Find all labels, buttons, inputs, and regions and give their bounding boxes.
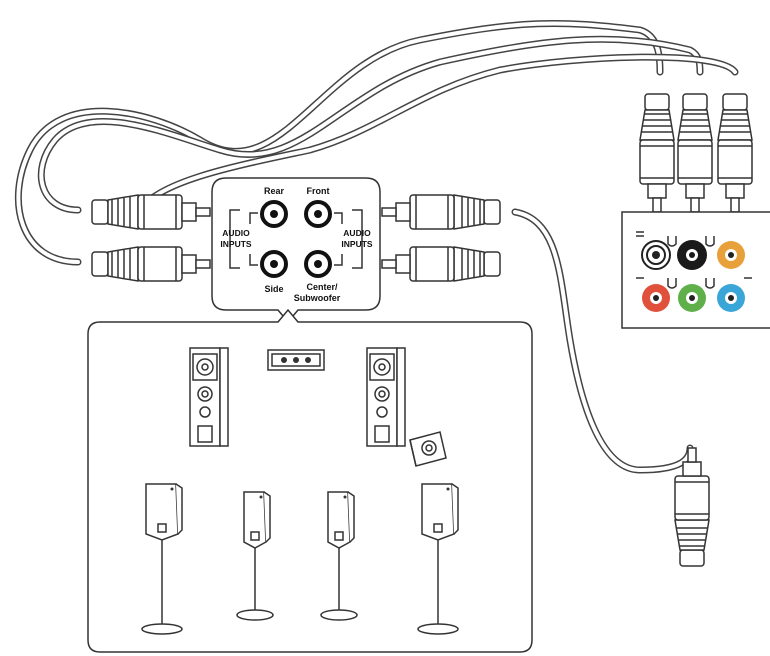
- rca-plug-icon: [639, 93, 753, 213]
- audio-jack-icon: [717, 241, 745, 269]
- label-audio-inputs-left-2: INPUTS: [220, 239, 252, 249]
- rca-plug-icon: [381, 194, 501, 282]
- audio-jack-icon: [304, 250, 332, 278]
- audio-port-panel: [621, 211, 770, 329]
- audio-jack-icon: [304, 200, 332, 228]
- label-rear: Rear: [264, 186, 285, 196]
- audio-jack-icon: [717, 284, 745, 312]
- audio-jack-icon: [641, 240, 671, 270]
- label-audio-inputs-right-1: AUDIO: [343, 228, 371, 238]
- speaker-layout-box: [87, 308, 533, 653]
- label-subwoofer: Subwoofer: [294, 293, 341, 303]
- speaker-icon: [267, 349, 325, 371]
- audio-cables: [14, 19, 739, 474]
- label-front: Front: [307, 186, 330, 196]
- speaker-icon: [409, 431, 447, 467]
- label-audio-inputs-right-2: INPUTS: [341, 239, 373, 249]
- audio-jack-icon: [260, 200, 288, 228]
- speaker-icon: [366, 347, 406, 447]
- audio-jack-icon: [260, 250, 288, 278]
- speaker-input-box: Rear Front AUDIO INPUTS AUDIO INPUTS Sid…: [211, 177, 381, 324]
- label-center: Center/: [306, 282, 338, 292]
- label-side: Side: [264, 284, 283, 294]
- speaker-icon: [189, 347, 229, 447]
- audio-jack-icon: [677, 240, 707, 270]
- audio-jack-icon: [678, 284, 706, 312]
- rca-plug-icon: [91, 194, 211, 282]
- audio-jack-icon: [642, 284, 670, 312]
- label-audio-inputs-left-1: AUDIO: [222, 228, 250, 238]
